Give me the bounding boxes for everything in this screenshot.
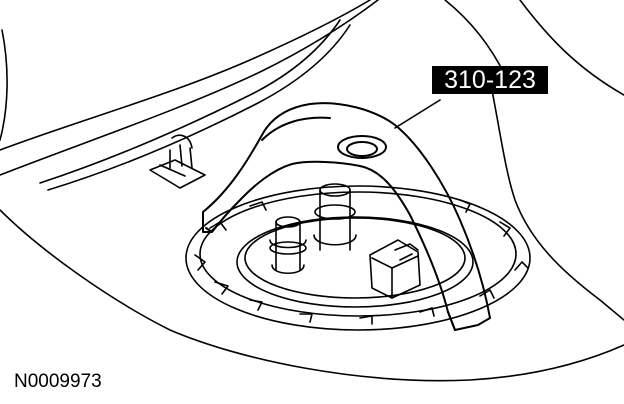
tool-number-label: 310-123 (432, 66, 548, 94)
spanner-tool-310-123 (202, 102, 491, 331)
figure-id-label: N0009973 (14, 371, 102, 392)
wiring-clip (149, 134, 206, 189)
floor-panel-contours (0, 0, 624, 382)
callout-leader-line (394, 99, 441, 129)
fuel-pump-module (236, 183, 474, 308)
